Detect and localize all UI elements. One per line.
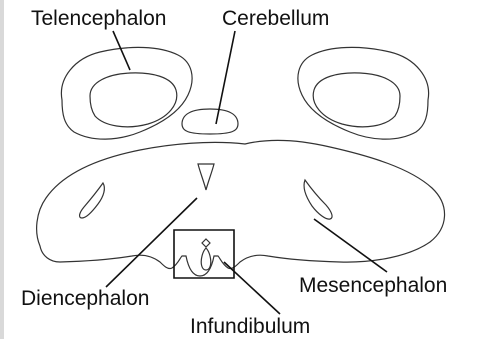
telencephalon-label: Telencephalon <box>31 8 166 29</box>
cerebellum-label: Cerebellum <box>222 8 329 29</box>
left-edge-bar <box>0 0 4 339</box>
diencephalon-leader-line <box>106 198 197 287</box>
cerebellum-outline <box>182 109 238 134</box>
infundibulum-lumen <box>201 248 211 270</box>
infundibulum-label: Infundibulum <box>190 316 310 337</box>
mesencephalon-leader-line <box>314 219 387 272</box>
left-lateral-ventricle <box>80 183 105 218</box>
infundibulum-highlight-box <box>174 230 234 278</box>
infundibulum-diamond-marker <box>202 239 210 247</box>
telencephalon-right-inner <box>313 73 400 127</box>
midbrain-body-outline <box>37 140 445 276</box>
telencephalon-leader-line <box>113 31 130 70</box>
central-ventricle <box>198 164 214 190</box>
right-lateral-ventricle <box>304 180 332 219</box>
infundibulum-leader-line <box>224 262 280 314</box>
diencephalon-label: Diencephalon <box>21 288 149 309</box>
telencephalon-left-inner <box>90 73 177 127</box>
telencephalon-right-outer <box>298 47 429 139</box>
mesencephalon-label: Mesencephalon <box>299 275 447 296</box>
